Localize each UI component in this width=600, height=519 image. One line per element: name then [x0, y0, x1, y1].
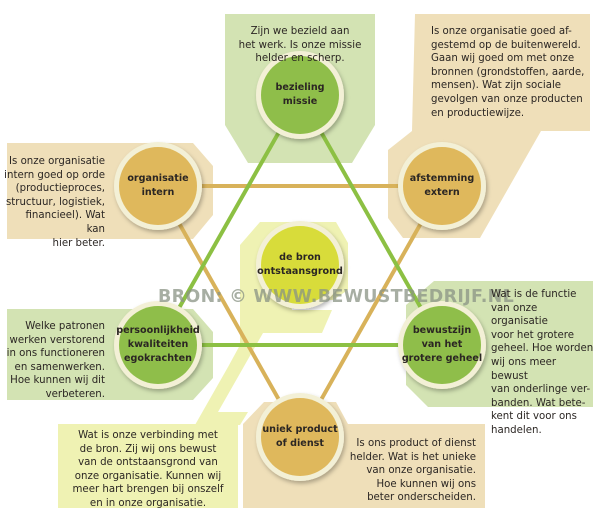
panel-bron-band [195, 295, 292, 425]
label-organisatie: organisatie intern [127, 173, 189, 198]
node-bewustzijn [398, 301, 486, 389]
text-organisatie: Is onze organisatie intern goed op orde … [4, 156, 105, 249]
node-persoonlijkheid [114, 301, 202, 389]
text-uniek: Is ons product of dienst helder. Wat is … [349, 438, 476, 504]
node-organisatie [114, 142, 202, 230]
label-persoonlijkheid: persoonlijkheid kwaliteiten egokrachten [116, 325, 200, 364]
label-afstemming: afstemming extern [409, 173, 475, 198]
label-bezieling: bezieling missie [275, 82, 325, 107]
text-bewustzijn: Wat is de functie van onze organisatie v… [491, 289, 594, 436]
line-gold-left [156, 185, 302, 438]
node-afstemming [398, 142, 486, 230]
label-bewustzijn: bewustzijn van het grotere geheel [401, 325, 483, 364]
node-bron [256, 221, 344, 309]
panel-bron-text [58, 424, 238, 508]
line-green-left [156, 94, 302, 346]
label-bron: de bron ontstaansgrond [257, 252, 343, 277]
node-uniek [256, 393, 344, 481]
text-afstemming: Is onze organisatie goed af- gestemd op … [431, 26, 585, 119]
watermark: BRON: © WWW.BEWUSTBEDRIJF.NL [158, 287, 515, 307]
line-gold-right [298, 185, 444, 438]
text-persoonlijkheid: Welke patronen werken verstorend in ons … [6, 321, 105, 400]
line-green-right [298, 94, 444, 346]
text-bezieling: Zijn we bezield aan het werk. Is onze mi… [238, 26, 362, 65]
label-uniek: uniek product of dienst [262, 424, 338, 449]
panel-bron-link [292, 310, 332, 333]
node-bezieling [256, 51, 344, 139]
text-bron: Wat is onze verbinding met de bron. Zij … [72, 430, 224, 509]
